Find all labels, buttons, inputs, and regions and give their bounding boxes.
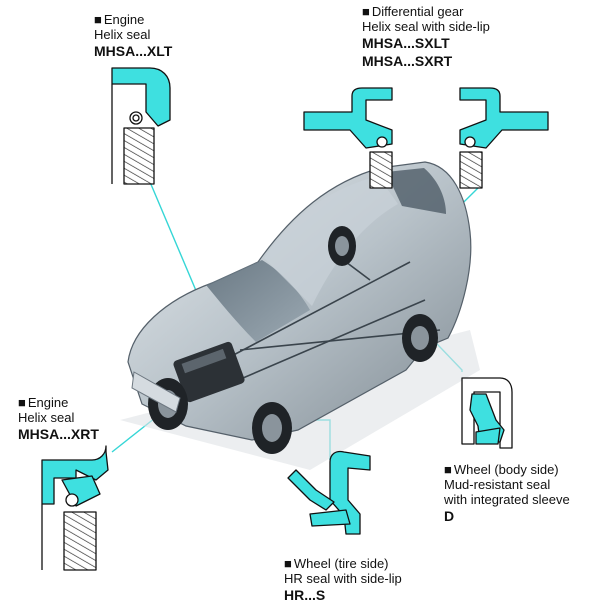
label-differential-desc: Helix seal with side-lip (362, 19, 490, 34)
label-engine-top-code: MHSA...XLT (94, 43, 173, 59)
label-wheel-tire-code: HR...S (284, 587, 326, 603)
label-wheel-body-desc: Mud-resistant seal (444, 477, 551, 492)
car-illustration (120, 161, 480, 470)
label-wheel-tire-title: Wheel (tire side) (293, 556, 389, 571)
square-bullet-icon: ■ (444, 462, 452, 477)
label-wheel-tire-desc: HR seal with side-lip (284, 571, 402, 586)
label-engine-top-desc: Helix seal (94, 27, 151, 42)
square-bullet-icon: ■ (94, 12, 102, 27)
seal-engine-left (41, 445, 109, 571)
label-wheel-body-title: Wheel (body side) (453, 462, 559, 477)
seal-wheel-body (461, 377, 513, 449)
square-bullet-icon: ■ (18, 395, 26, 410)
square-bullet-icon: ■ (362, 4, 370, 19)
seal-engine-top (111, 67, 171, 185)
label-engine-top-title: Engine (103, 12, 145, 27)
engine-block (173, 341, 245, 403)
label-differential: ■Differential gear Helix seal with side-… (362, 4, 490, 70)
label-wheel-body-desc2: with integrated sleeve (444, 492, 570, 507)
car-grille (131, 371, 181, 413)
label-engine-top: ■Engine Helix seal MHSA...XLT (94, 12, 172, 60)
label-engine-left-title: Engine (27, 395, 69, 410)
label-wheel-body-code: D (444, 508, 455, 524)
car-rear-window (386, 168, 446, 214)
seal-differential-right (459, 87, 549, 189)
label-engine-left: ■Engine Helix seal MHSA...XRT (18, 395, 99, 443)
seal-wheel-tire (287, 450, 371, 535)
label-differential-code-1: MHSA...SXLT (362, 35, 450, 51)
label-differential-title: Differential gear (371, 4, 464, 19)
seal-differential-left (303, 87, 393, 189)
square-bullet-icon: ■ (284, 556, 292, 571)
label-engine-left-desc: Helix seal (18, 410, 75, 425)
label-differential-code-2: MHSA...SXRT (362, 53, 453, 69)
label-engine-left-code: MHSA...XRT (18, 426, 99, 442)
label-wheel-tire: ■Wheel (tire side) HR seal with side-lip… (284, 556, 402, 604)
car-windshield (206, 260, 310, 342)
label-wheel-body: ■Wheel (body side) Mud-resistant seal wi… (444, 462, 570, 525)
